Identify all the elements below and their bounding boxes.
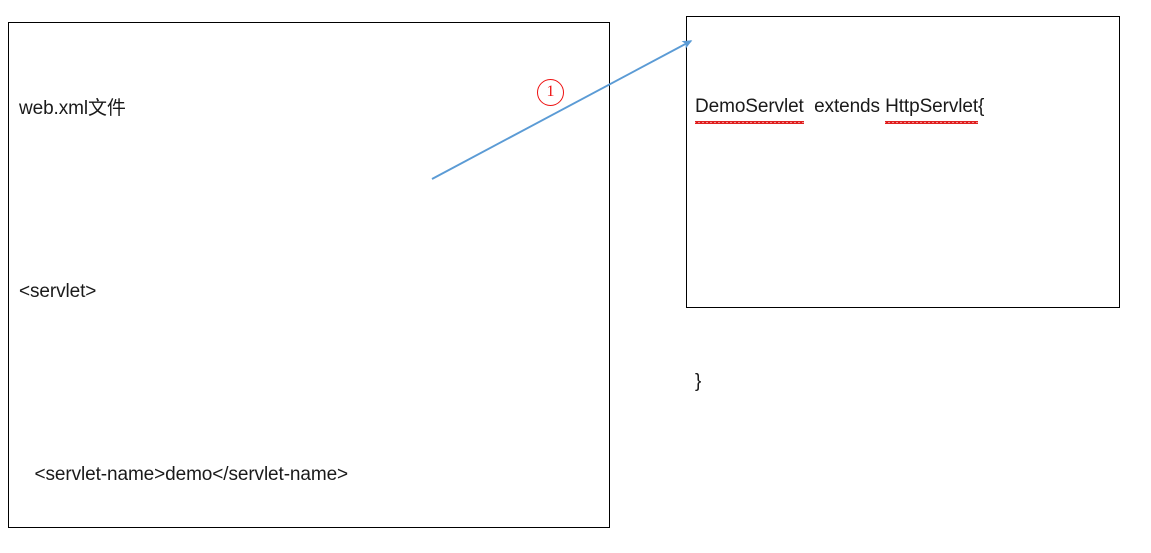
code-line-blank-1 <box>19 186 605 217</box>
class-decl-spacer <box>804 96 814 117</box>
code-line-closing-brace: } <box>695 370 702 392</box>
web-xml-box: web.xml文件 <servlet> <servlet-name>demo</… <box>8 22 610 528</box>
super-class-text: HttpServlet <box>885 92 978 124</box>
extends-keyword: extends <box>814 96 880 117</box>
class-name-text: DemoServlet <box>695 92 804 124</box>
web-xml-code: web.xml文件 <servlet> <servlet-name>demo</… <box>19 33 605 553</box>
code-line-title: web.xml文件 <box>19 98 126 119</box>
annotation-marker-1: 1 <box>537 79 564 106</box>
annotation-marker-1-label: 1 <box>546 83 555 100</box>
code-line-blank-right-1 <box>695 184 1115 215</box>
demoservlet-code: DemoServlet extends HttpServlet{ } <box>695 31 1115 458</box>
open-brace: { <box>978 96 985 117</box>
code-line-servlet-open: <servlet> <box>19 281 97 302</box>
code-line-class-declaration: DemoServlet extends HttpServlet{ <box>695 92 1115 124</box>
code-line-servlet-name: <servlet-name>demo</servlet-name> <box>19 464 349 485</box>
code-line-blank-2 <box>19 369 605 400</box>
code-line-blank-right-2 <box>695 275 1115 306</box>
demoservlet-class-box: DemoServlet extends HttpServlet{ } <box>686 16 1120 392</box>
